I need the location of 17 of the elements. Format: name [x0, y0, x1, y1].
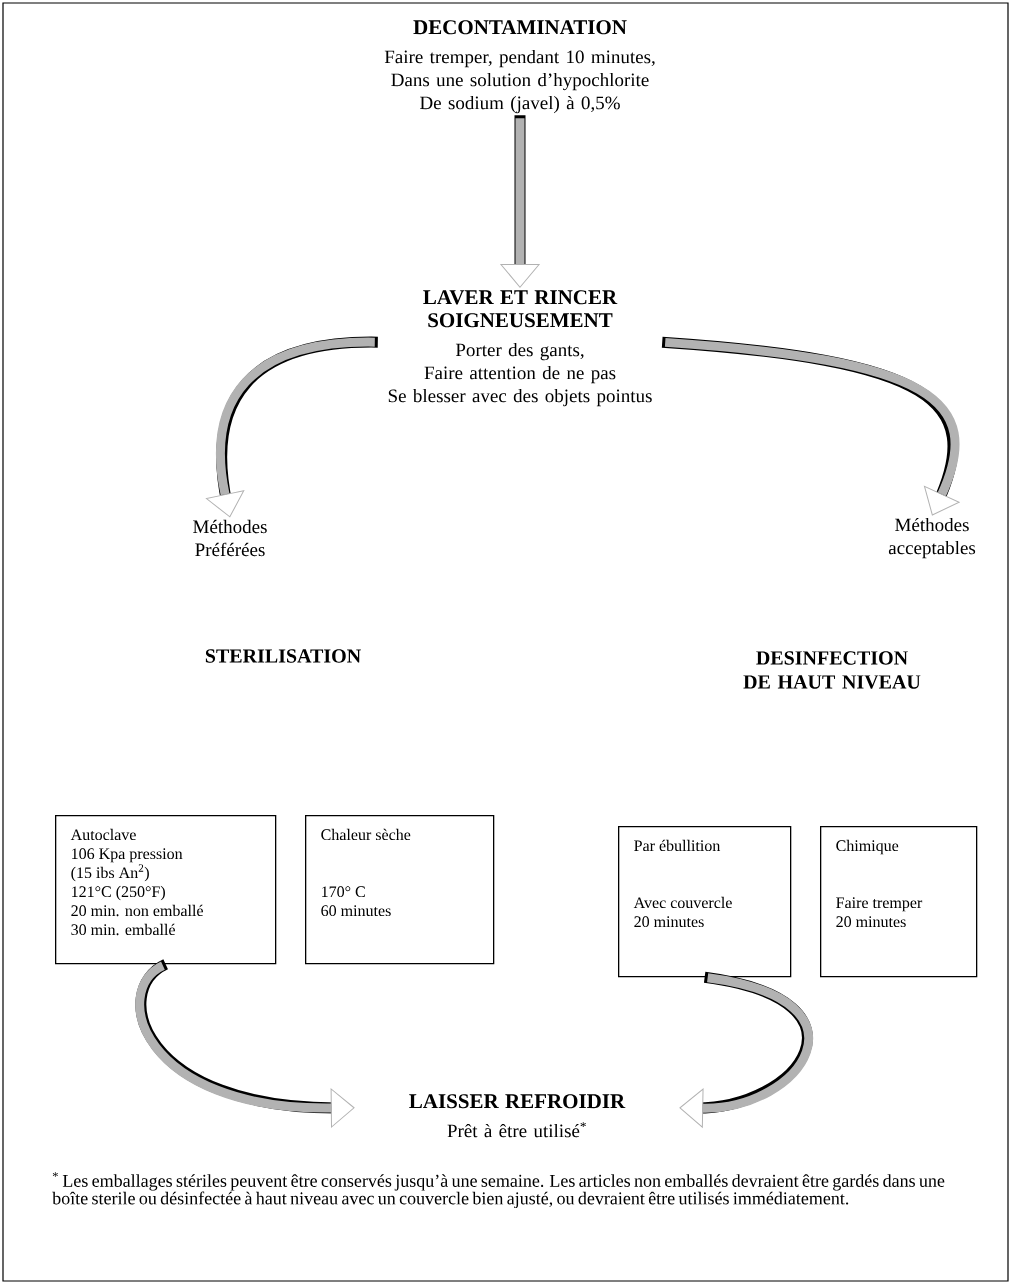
step-text: LAISSER REFROIDIR Prêt à être utilisé$^{*}$ — [409, 1094, 626, 1138]
hollow-arrow — [135, 959, 355, 1128]
method-box: Par ébullition Avec couvercle 20 minutes — [618, 826, 792, 978]
hollow-arrow — [206, 336, 378, 518]
step-text: DECONTAMINATION Faire tremper, pendant 10 minutes, Dans une solution d’hypochlorite De sodium (javel) à 0,5% — [384, 20, 655, 114]
method-box: Chimique Faire tremper 20 minutes — [820, 826, 978, 978]
method-label: Méthodes Préférées — [193, 519, 267, 557]
method-box: Autoclave 106 Kpa pression (15 ibs An$^{2}$) 121°C (250°F) 20 min. non emballé 30 min. emballé — [55, 815, 277, 965]
method-label: Méthodes acceptables — [888, 517, 976, 559]
method-box: Chaleur sèche 170° C 60 minutes — [305, 815, 495, 965]
section-heading: DESINFECTION DE HAUT NIVEAU — [743, 651, 921, 689]
hollow-arrow — [661, 336, 960, 516]
step-text: LAVER ET RINCER SOIGNEUSEMENT Porter des gants, Faire attention de ne pas Se blesser avec des objets pointus — [388, 290, 652, 407]
hollow-arrow — [679, 971, 814, 1128]
section-heading: STERILISATION — [205, 649, 361, 663]
footnote: $^{*}$ Les emballages stériles peuvent être conservés jusqu’à une semaine. Les articles non emballés devraient être gardés dans une boîte sterile ou désinfectée à haut niveau avec un couvercle bien ajusté, ou devraient être utilisés immédiatement. — [52, 1172, 945, 1209]
hollow-arrow — [500, 115, 540, 288]
